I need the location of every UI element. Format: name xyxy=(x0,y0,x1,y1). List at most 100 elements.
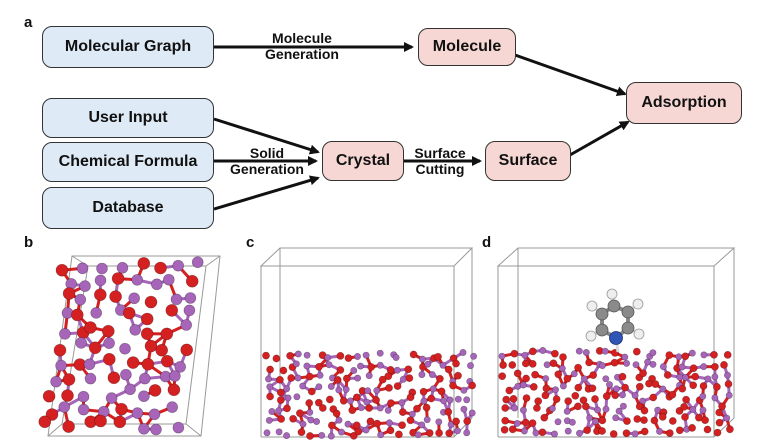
metal-atom xyxy=(575,347,583,355)
oxygen-atom xyxy=(154,261,167,275)
metal-atom xyxy=(306,408,314,416)
oxygen-atom xyxy=(640,427,649,436)
edge-label-line: Generation xyxy=(265,46,339,62)
oxygen-atom xyxy=(406,416,415,425)
metal-atom xyxy=(723,414,731,422)
oxygen-atom xyxy=(574,363,582,372)
oxygen-atom xyxy=(710,350,718,359)
metal-atom xyxy=(284,394,292,402)
metal-atom xyxy=(191,256,204,269)
oxygen-atom xyxy=(589,371,598,380)
oxygen-atom xyxy=(689,381,698,390)
oxygen-atom xyxy=(165,304,179,317)
metal-atom xyxy=(559,382,567,390)
oxygen-atom xyxy=(609,430,618,438)
metal-atom xyxy=(532,429,540,437)
oxygen-atom xyxy=(701,416,709,425)
metal-atom xyxy=(418,421,426,429)
edge-label-line: Surface xyxy=(414,145,466,161)
metal-atom xyxy=(77,403,90,416)
oxygen-atom xyxy=(180,343,193,357)
oxygen-atom xyxy=(339,396,348,405)
oxygen-atom xyxy=(718,402,726,411)
oxygen-atom xyxy=(378,375,387,384)
oxygen-atom xyxy=(349,431,358,440)
oxygen-atom xyxy=(682,395,690,404)
oxygen-atom xyxy=(699,382,708,390)
oxygen-atom xyxy=(55,263,69,277)
oxygen-atom xyxy=(598,416,607,425)
oxygen-atom xyxy=(724,380,733,388)
oxygen-atom xyxy=(444,365,453,374)
metal-atom xyxy=(151,278,163,291)
oxygen-atom xyxy=(394,430,403,439)
metal-atom xyxy=(467,362,475,370)
oxygen-atom xyxy=(45,408,59,421)
oxygen-atom xyxy=(574,402,582,411)
metal-atom xyxy=(327,432,335,440)
metal-atom xyxy=(327,383,335,391)
oxygen-atom xyxy=(354,427,363,436)
metal-atom xyxy=(424,360,432,368)
metal-atom xyxy=(498,352,506,360)
metal-atom xyxy=(385,419,393,427)
oxygen-atom xyxy=(610,358,619,367)
oxygen-atom xyxy=(632,347,641,356)
oxygen-atom xyxy=(348,406,357,415)
oxygen-atom xyxy=(454,371,462,380)
oxygen-atom xyxy=(38,415,52,429)
metal-atom xyxy=(90,307,103,319)
oxygen-atom xyxy=(715,408,724,417)
oxygen-atom xyxy=(141,358,155,371)
metal-atom xyxy=(439,361,447,369)
metal-atom xyxy=(172,259,184,272)
oxygen-atom xyxy=(635,402,644,411)
metal-atom xyxy=(346,397,354,405)
metal-atom xyxy=(119,342,131,355)
oxygen-atom xyxy=(528,347,537,356)
metal-atom xyxy=(612,414,620,422)
oxygen-atom xyxy=(386,399,395,407)
metal-atom xyxy=(429,385,437,393)
metal-atom xyxy=(576,429,584,437)
metal-atom xyxy=(519,381,527,389)
oxygen-atom xyxy=(405,374,414,382)
metal-atom xyxy=(513,419,521,427)
oxygen-atom xyxy=(62,373,76,386)
oxygen-atom xyxy=(635,382,644,391)
oxygen-atom xyxy=(266,365,274,374)
arrow-surface-to-adsorption xyxy=(569,120,630,157)
oxygen-atom xyxy=(602,392,611,401)
metal-atom xyxy=(124,383,136,396)
metal-atom xyxy=(601,347,609,355)
oxygen-atom xyxy=(122,306,136,320)
metal-atom xyxy=(318,431,326,439)
oxygen-atom xyxy=(398,408,407,416)
metal-atom xyxy=(79,280,91,292)
oxygen-atom xyxy=(713,428,722,437)
node-adsorption: Adsorption xyxy=(626,82,742,124)
node-surface: Surface xyxy=(485,141,571,181)
oxygen-atom xyxy=(286,351,294,360)
oxygen-atom xyxy=(160,354,174,368)
oxygen-atom xyxy=(574,383,583,392)
metal-atom xyxy=(131,274,143,286)
metal-atom xyxy=(365,372,373,380)
oxygen-atom xyxy=(498,372,507,381)
oxygen-atom xyxy=(538,428,547,437)
oxygen-atom xyxy=(103,353,116,366)
oxygen-atom xyxy=(107,371,121,385)
metal-atom xyxy=(631,430,639,438)
oxygen-atom xyxy=(332,409,341,418)
hydrogen-atom xyxy=(585,330,597,342)
surface-slab-view xyxy=(259,247,478,440)
metal-atom xyxy=(454,395,462,403)
metal-atom xyxy=(602,375,610,383)
metal-atom xyxy=(511,404,519,412)
metal-atom xyxy=(266,383,274,391)
flowchart-arrows xyxy=(213,42,630,211)
oxygen-atom xyxy=(307,387,316,396)
metal-atom xyxy=(656,427,664,435)
oxygen-atom xyxy=(571,391,580,400)
oxygen-atom xyxy=(373,419,381,428)
